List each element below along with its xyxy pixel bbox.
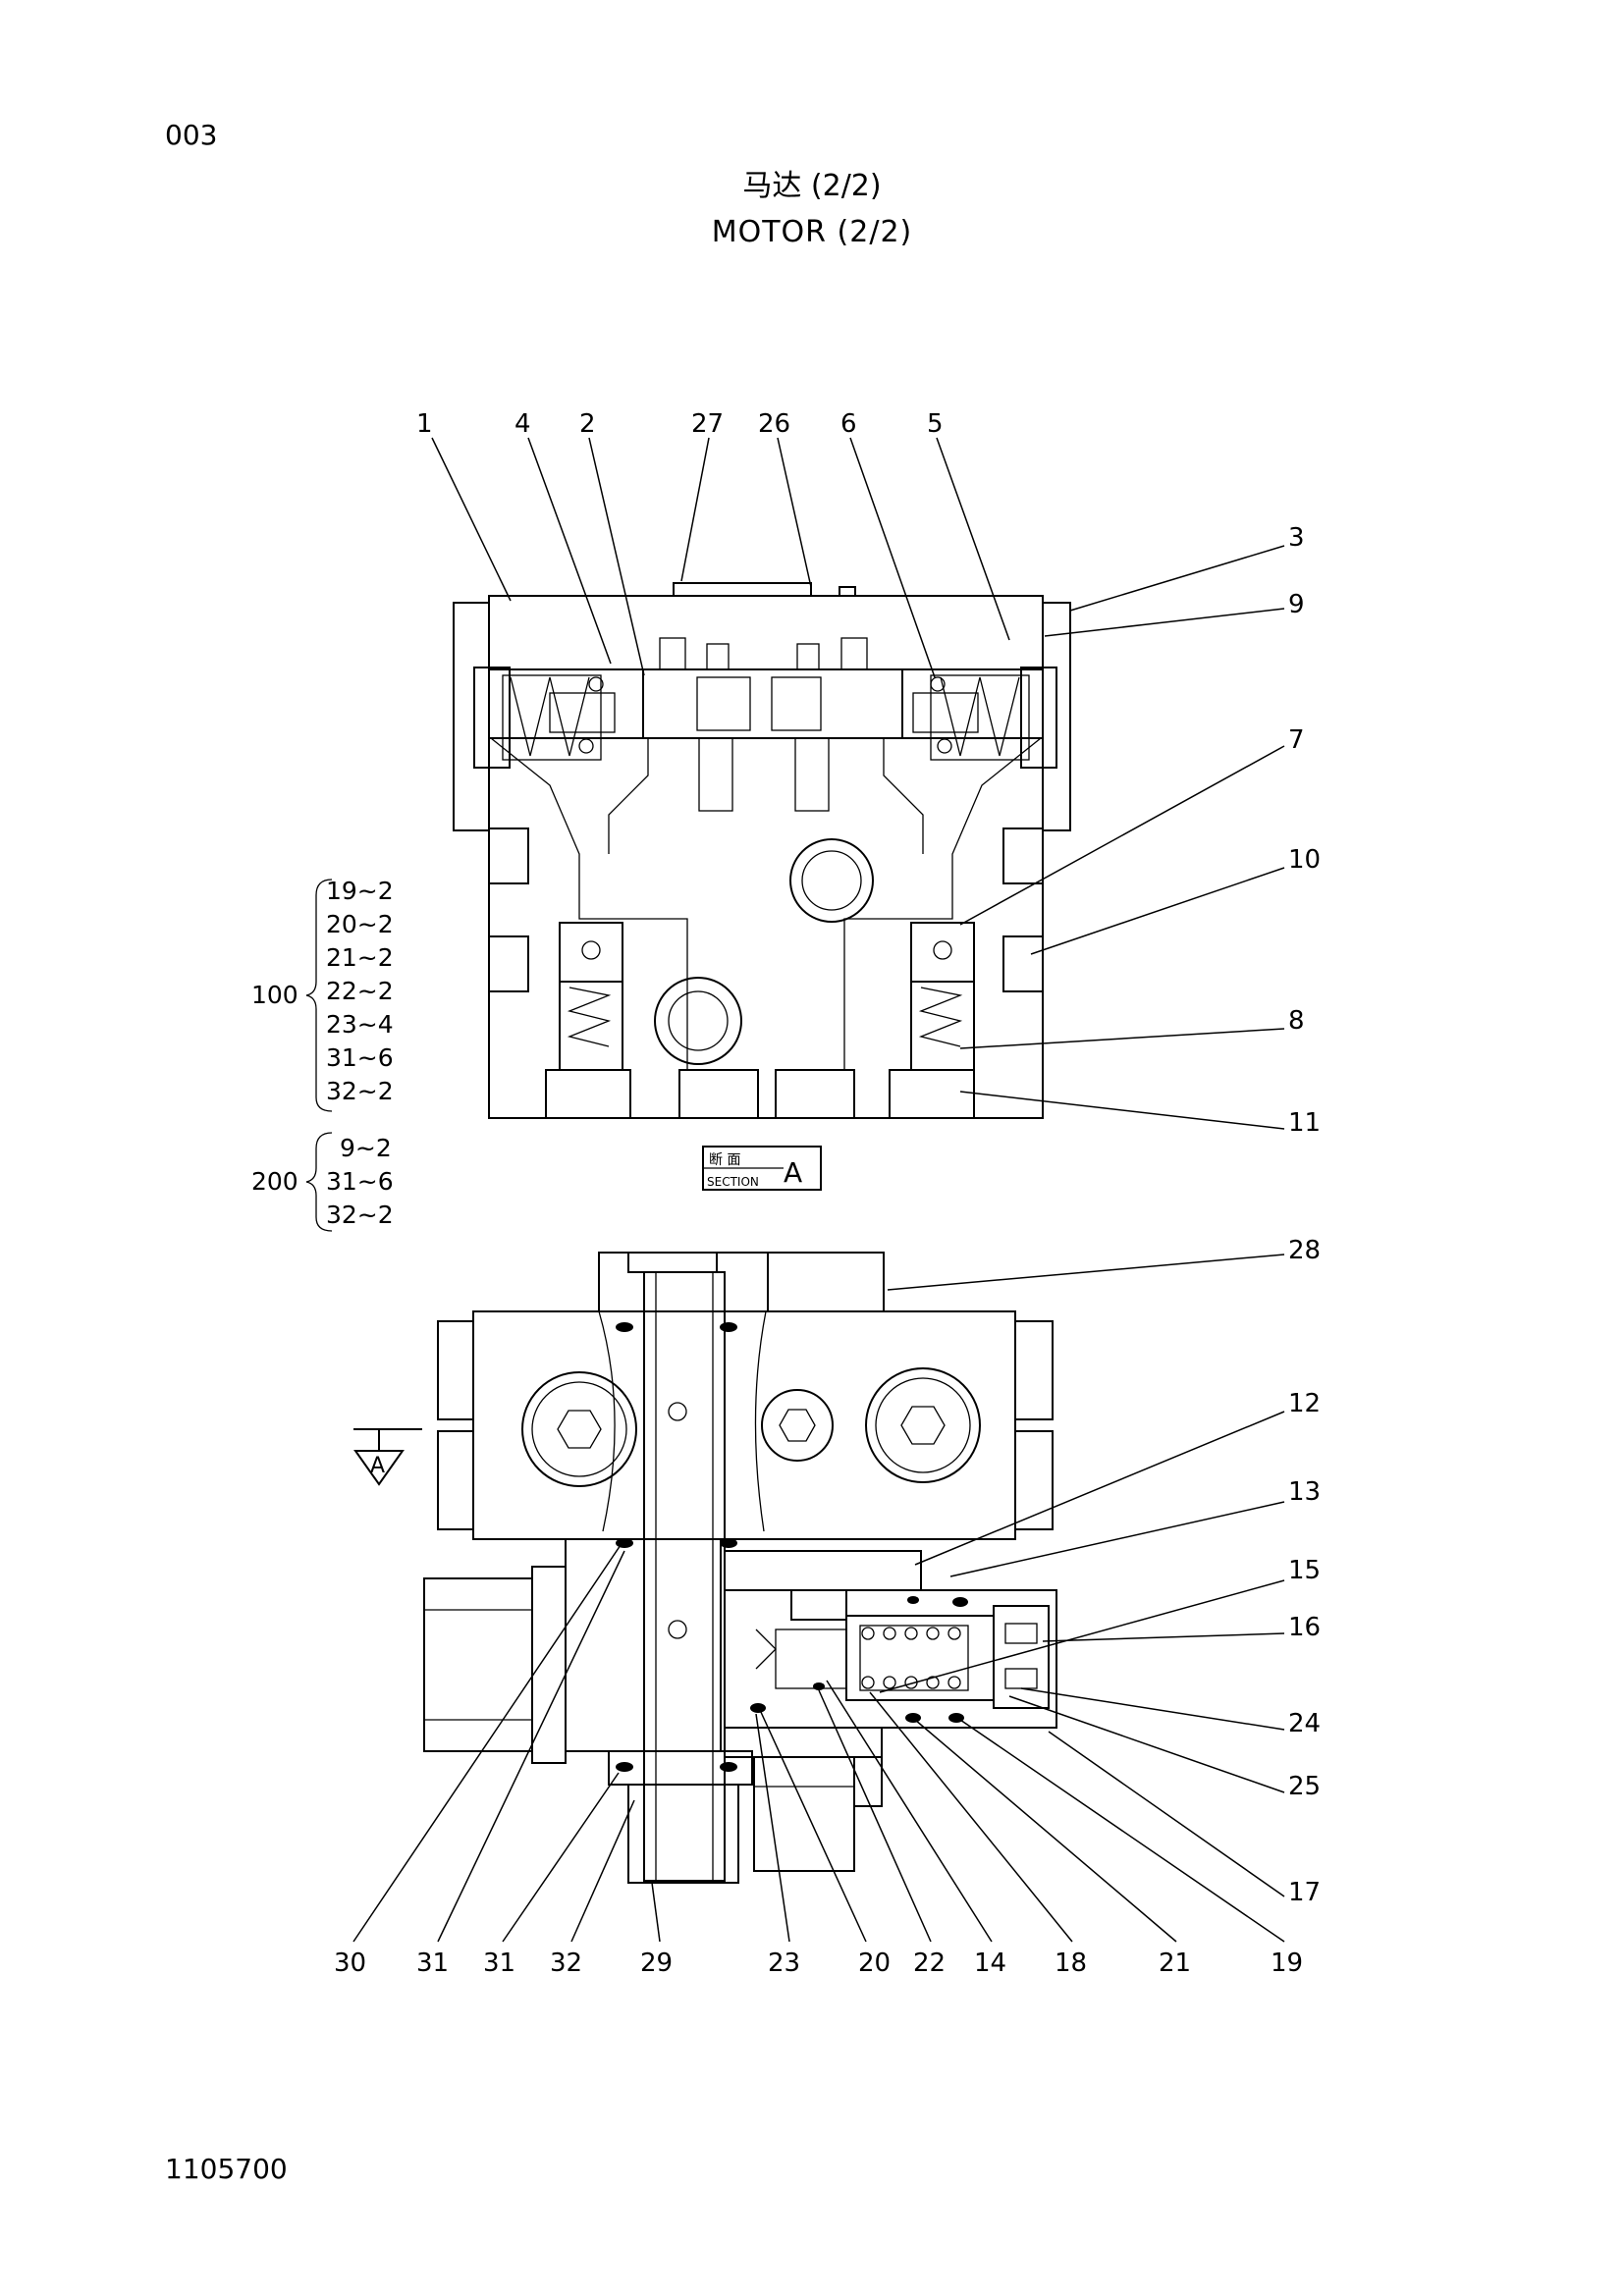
callout-23: 23	[768, 1949, 800, 1978]
callout-31: 31	[416, 1949, 449, 1978]
kit-item: 21~2	[326, 943, 394, 972]
callout-26: 26	[758, 409, 790, 439]
title-chinese: 马达 (2/2)	[742, 169, 882, 203]
callout-9: 9	[1288, 590, 1305, 619]
callout-2: 2	[579, 409, 596, 439]
kit-number: 200	[251, 1167, 298, 1196]
callout-14: 14	[974, 1949, 1006, 1978]
callout-17: 17	[1288, 1878, 1321, 1907]
section-arrow-a: A	[353, 1428, 422, 1486]
leader-lines	[352, 437, 1285, 1943]
callout-12: 12	[1288, 1389, 1321, 1418]
kit-item: 31~6	[326, 1167, 394, 1196]
callout-15: 15	[1288, 1556, 1321, 1585]
callout-8: 8	[1288, 1006, 1305, 1036]
kit-item: 22~2	[326, 977, 394, 1005]
document-number: 1105700	[165, 2153, 288, 2185]
callout-3: 3	[1288, 523, 1305, 553]
top-view-valve-body	[453, 582, 1071, 1119]
callout-13: 13	[1288, 1477, 1321, 1507]
callout-4: 4	[514, 409, 531, 439]
section-label-letter: A	[784, 1156, 802, 1189]
callout-28: 28	[1288, 1236, 1321, 1265]
kit-item: 20~2	[326, 910, 394, 938]
kit-item: 32~2	[326, 1201, 394, 1229]
callout-5: 5	[927, 409, 944, 439]
section-label-box: 断 面 SECTION A	[702, 1146, 822, 1191]
callout-10: 10	[1288, 845, 1321, 875]
kit-number: 100	[251, 981, 298, 1009]
bottom-view-assembly	[423, 1252, 1057, 1884]
callout-1: 1	[416, 409, 433, 439]
kit-100-group: 100 19~2 20~2 21~2 22~2 23~4 31~6 32~2	[251, 877, 394, 1112]
section-arrow-letter: A	[370, 1454, 385, 1478]
section-label-en: SECTION	[707, 1175, 759, 1189]
callout-19: 19	[1271, 1949, 1303, 1978]
callouts-bottom: 30 31 31 32 29 23 20 22 14 18 21 19	[334, 1949, 1303, 1978]
callout-27: 27	[691, 409, 724, 439]
callout-24: 24	[1288, 1709, 1321, 1738]
callouts-right-lower: 28 12 13 15 16 24 25 17	[1288, 1236, 1321, 1907]
callout-7: 7	[1288, 725, 1305, 755]
callout-32: 32	[550, 1949, 582, 1978]
callout-11: 11	[1288, 1108, 1321, 1138]
callout-18: 18	[1055, 1949, 1087, 1978]
callouts-top: 1 4 2 27 26 6 5	[416, 409, 944, 439]
title-english: MOTOR (2/2)	[711, 215, 913, 249]
callouts-right-upper: 3 9 7 10 8 11	[1288, 523, 1321, 1138]
page-code: 003	[165, 119, 218, 151]
callout-6: 6	[840, 409, 857, 439]
callout-22: 22	[913, 1949, 946, 1978]
kit-200-group: 200 9~2 31~6 32~2	[251, 1132, 394, 1232]
callout-30: 30	[334, 1949, 366, 1978]
kit-item: 31~6	[326, 1043, 394, 1072]
section-label-cn: 断 面	[709, 1152, 740, 1168]
callout-21: 21	[1159, 1949, 1191, 1978]
callout-20: 20	[858, 1949, 891, 1978]
kit-item: 32~2	[326, 1077, 394, 1105]
kit-item: 23~4	[326, 1010, 394, 1039]
kit-item: 9~2	[340, 1134, 392, 1162]
callout-31b: 31	[483, 1949, 515, 1978]
callout-25: 25	[1288, 1772, 1321, 1801]
kit-item: 19~2	[326, 877, 394, 905]
callout-16: 16	[1288, 1613, 1321, 1642]
callout-29: 29	[640, 1949, 673, 1978]
